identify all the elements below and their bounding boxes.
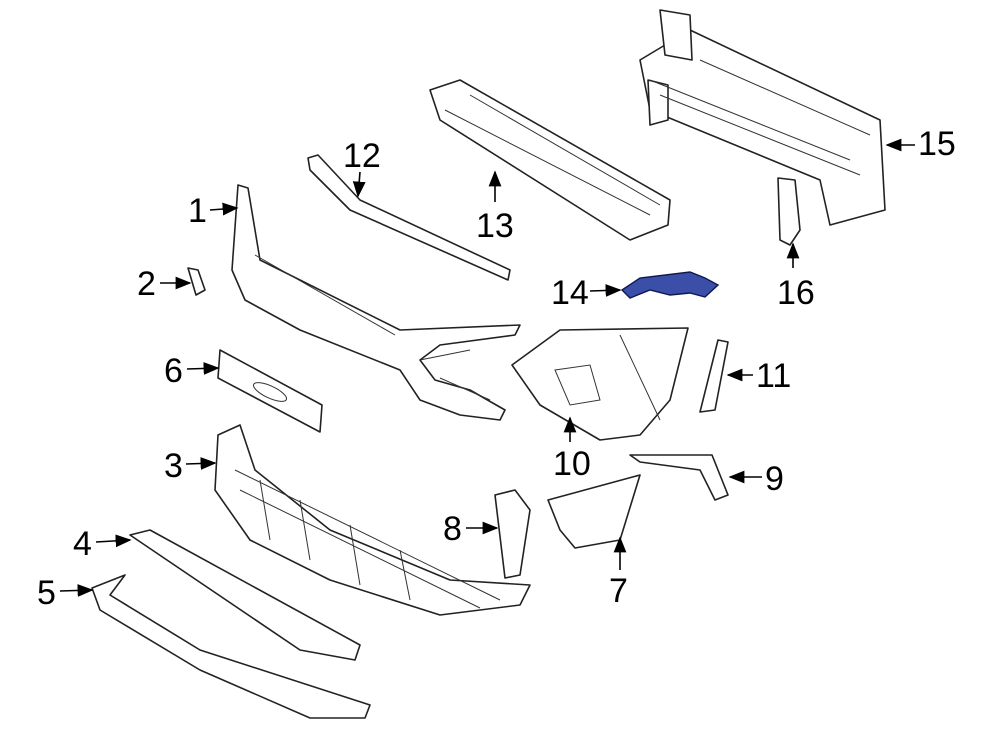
part-3-lower-grille <box>214 424 531 616</box>
svg-text:3: 3 <box>164 447 183 485</box>
callout-14: 14 <box>551 274 622 312</box>
part-11-trim <box>699 339 729 413</box>
part-10-fog-lamp-housing <box>511 327 689 441</box>
svg-text:16: 16 <box>777 274 815 312</box>
callout-13: 13 <box>476 170 514 245</box>
svg-text:11: 11 <box>756 357 791 395</box>
part-2-clip <box>187 267 206 296</box>
part-4-lower-trim <box>129 529 361 661</box>
callout-16: 16 <box>777 242 815 312</box>
svg-text:6: 6 <box>164 352 183 390</box>
part-6-license-bracket <box>217 349 323 433</box>
part-9-trim <box>629 454 729 501</box>
callout-15: 15 <box>885 125 956 163</box>
part-8-insert <box>494 489 531 579</box>
part-13-energy-absorber <box>429 79 671 241</box>
part-15-reinforcement-beam <box>639 9 886 226</box>
svg-text:4: 4 <box>73 525 92 563</box>
svg-text:10: 10 <box>553 445 591 483</box>
callout-5: 5 <box>37 574 94 612</box>
callout-8: 8 <box>443 510 499 548</box>
part-12-trim-strip <box>307 154 511 281</box>
svg-text:8: 8 <box>443 510 462 548</box>
callout-11: 11 <box>726 357 791 395</box>
callout-9: 9 <box>728 460 784 498</box>
svg-text:15: 15 <box>918 125 956 163</box>
part-1-bumper-cover <box>231 184 521 421</box>
part-16-bracket <box>777 177 801 246</box>
svg-text:9: 9 <box>765 460 784 498</box>
svg-text:12: 12 <box>343 137 381 175</box>
callout-12: 12 <box>343 137 381 198</box>
callout-7: 7 <box>609 536 628 610</box>
part-14-guide-bracket-highlighted <box>620 271 720 299</box>
callout-10: 10 <box>553 416 591 483</box>
svg-text:13: 13 <box>476 207 514 245</box>
callout-3: 3 <box>164 447 217 485</box>
callout-2: 2 <box>137 265 192 303</box>
callout-4: 4 <box>73 525 132 563</box>
svg-text:5: 5 <box>37 574 56 612</box>
part-7-bracket <box>547 474 641 549</box>
svg-text:7: 7 <box>609 572 628 610</box>
svg-text:1: 1 <box>188 192 207 230</box>
svg-text:2: 2 <box>137 265 156 303</box>
callout-6: 6 <box>164 352 220 390</box>
svg-text:14: 14 <box>551 274 589 312</box>
callout-1: 1 <box>188 192 239 230</box>
part-5-skid-plate <box>91 574 371 719</box>
